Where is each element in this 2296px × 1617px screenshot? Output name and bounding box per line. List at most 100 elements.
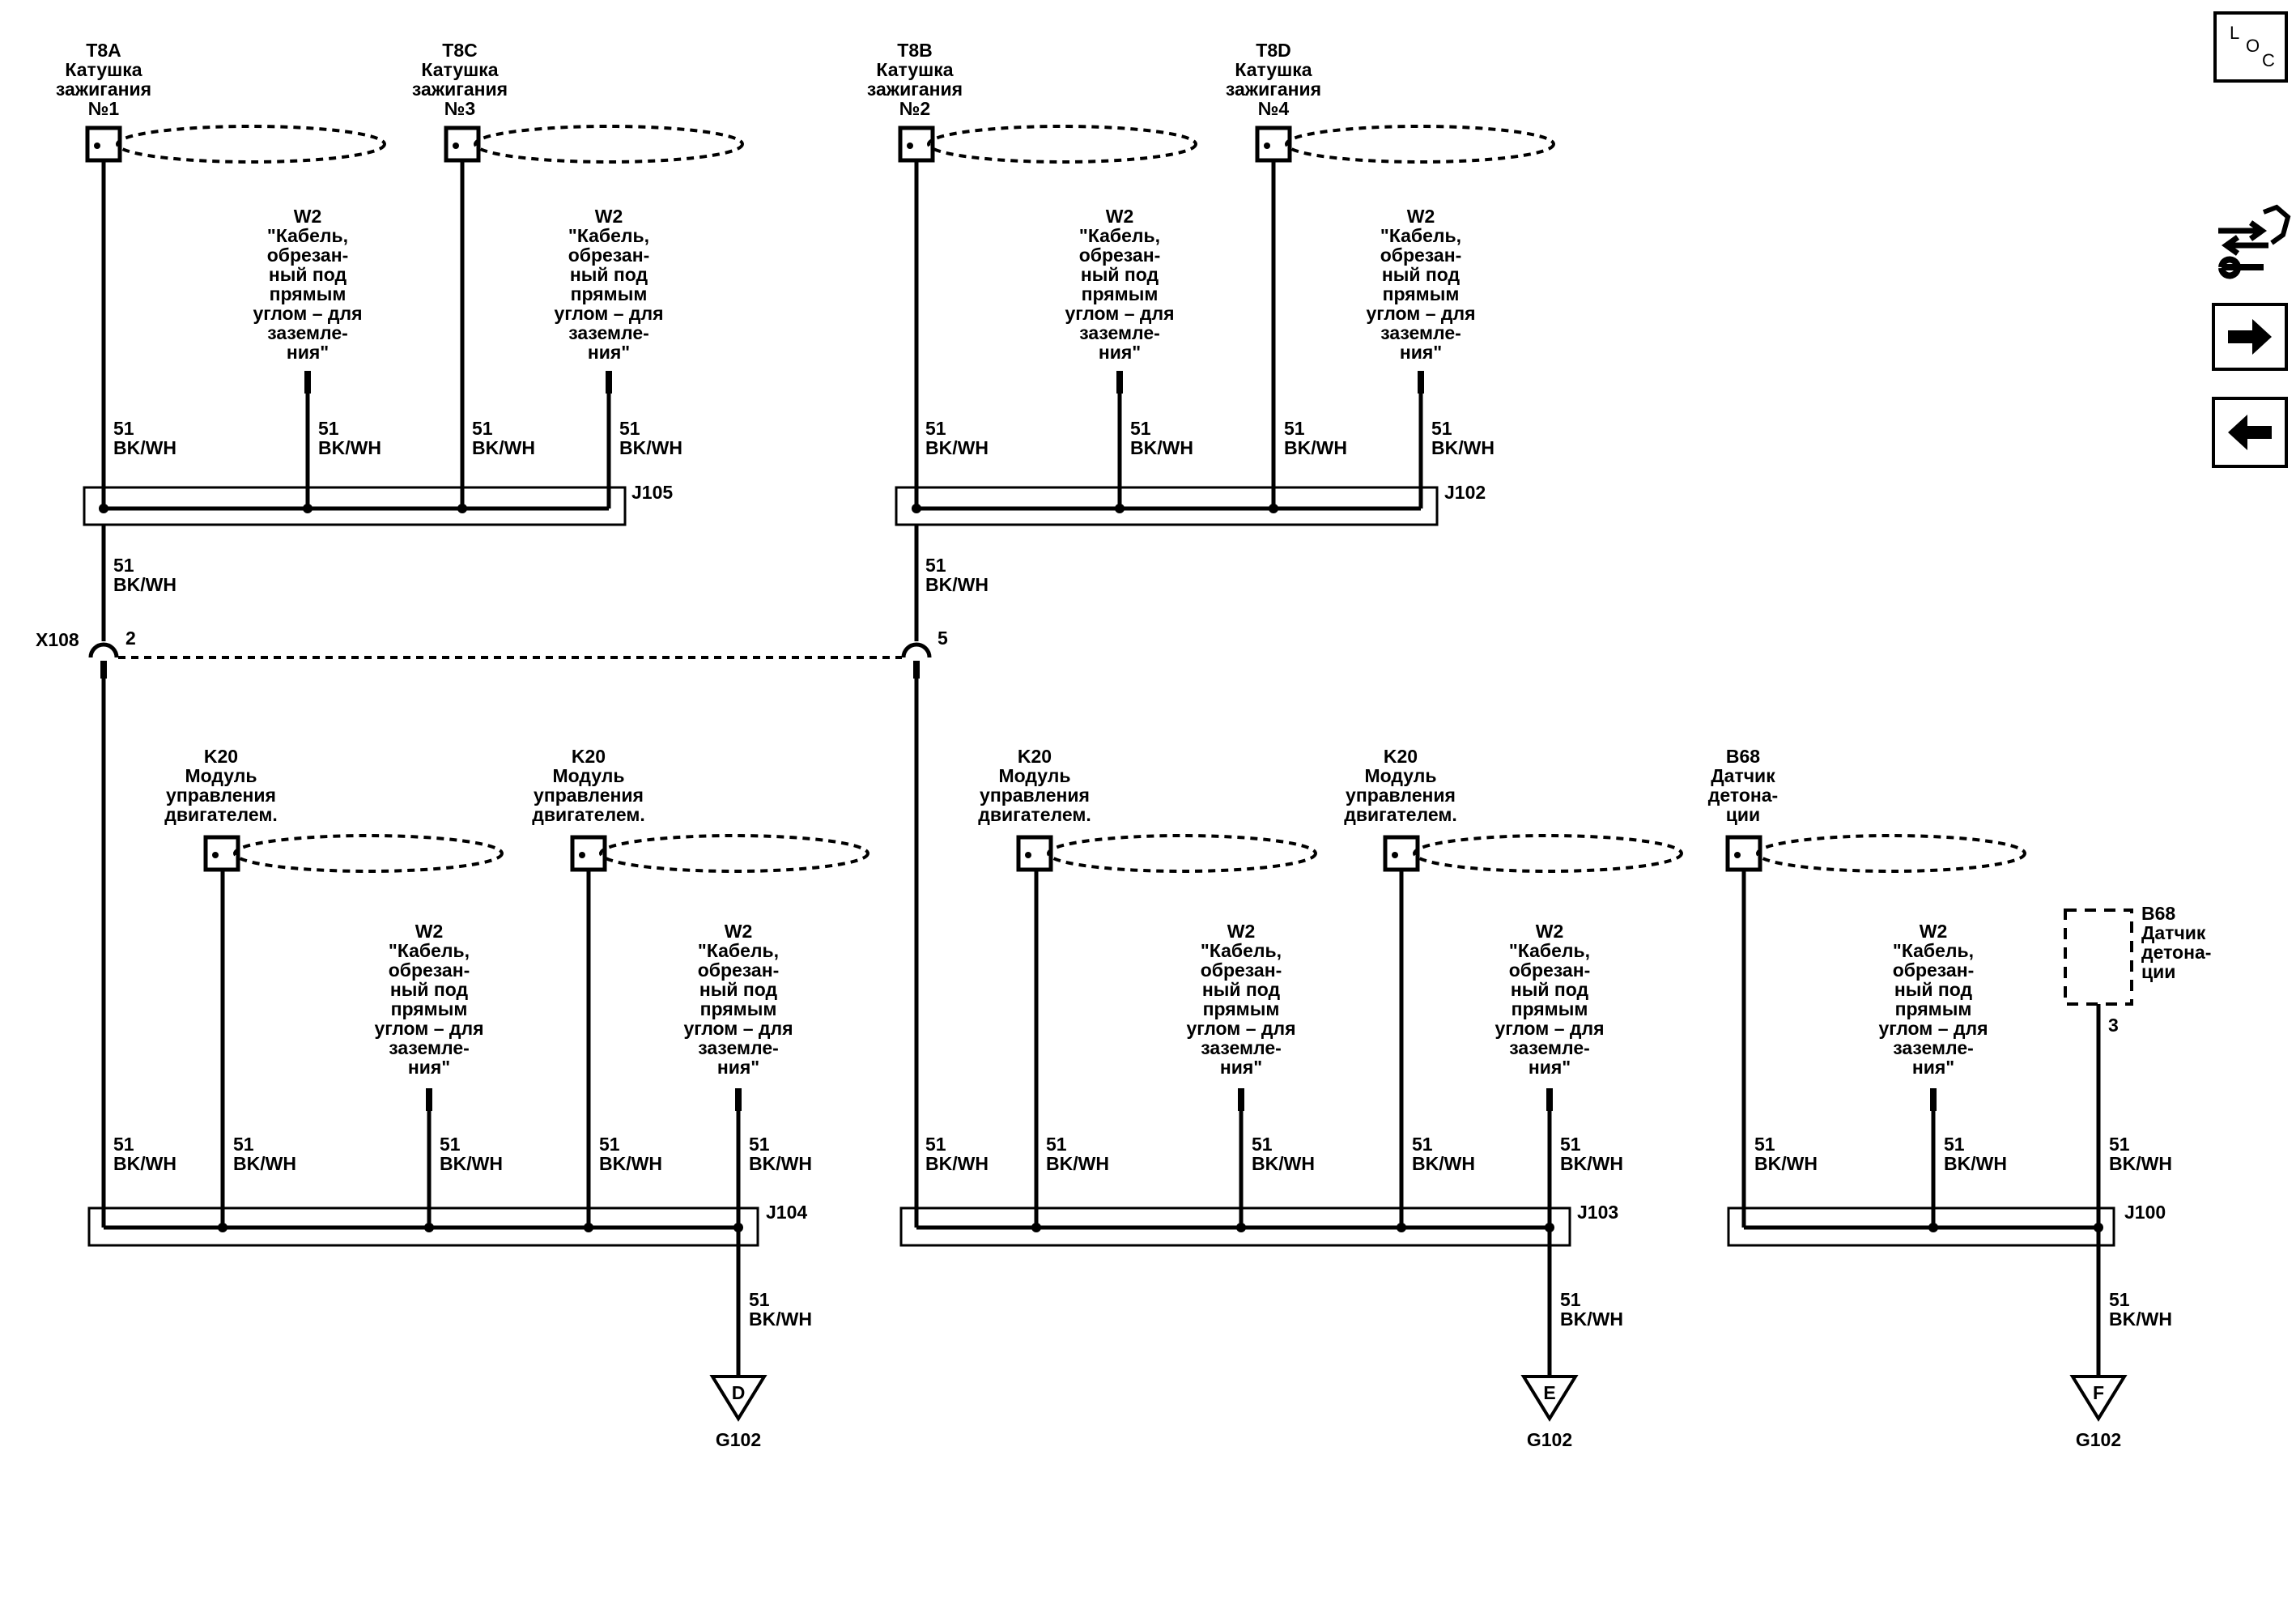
coil-t8d: T8D Катушка зажигания №4 [1226,40,1555,164]
module-label-line: двигателем. [978,804,1091,825]
ground-d: D G102 [709,1375,767,1450]
coil-t8c: T8C Катушка зажигания №3 [412,40,744,164]
splice-label: J102 [1444,482,1486,503]
shield-line: "Кабель, [389,940,470,961]
loc-icon[interactable] [2213,11,2288,83]
shield-line: углом – для [253,303,362,324]
wire-gauge: 51 [1284,418,1305,439]
component-label-line: детона- [2141,942,2211,963]
coil-id: T8D [1256,40,1290,61]
shield-id: W2 [1536,921,1564,942]
ground-triangle-icon [1520,1375,1579,1422]
splice-label: J105 [631,482,673,503]
wire-gauge: 51 [1046,1134,1067,1155]
component-locator-button[interactable]: L O C [2213,11,2288,83]
shield-line: прямым [571,283,648,304]
shield-line: ный под [269,264,347,285]
module-label-line: детона- [1708,785,1778,806]
shield-line: заземле- [267,322,348,343]
shield-id: W2 [1106,206,1134,227]
connector-pin-number: 5 [938,628,948,649]
coil-label-line: Катушка [876,59,953,80]
module-group-j103: K20 Модуль управления двигателем. K20 Мо… [899,679,1683,1450]
ground-letter: E [1543,1382,1555,1403]
ground-name: G102 [1527,1429,1572,1450]
wire-color: BK/WH [113,437,176,458]
connector-pin [907,143,913,149]
splice-node [99,504,108,513]
shield-line: обрезан- [1201,960,1282,981]
shield-id: W2 [725,921,753,942]
module-label-line: двигателем. [164,804,278,825]
shield-drain-stub [1238,1088,1244,1111]
wire-color: BK/WH [599,1153,662,1174]
shield-line: ния" [408,1057,450,1078]
shield-line: обрезан- [568,245,650,266]
module-label-line: управления [534,785,644,806]
module-label-line: управления [980,785,1090,806]
shield-label: W2 "Кабель, обрезан- ный под прямым угло… [1366,206,1476,394]
module-connector [1016,835,1053,872]
module-label-line: ции [1726,804,1760,825]
wire-gauge: 51 [599,1134,620,1155]
shield-line: "Кабель, [267,225,348,246]
splice-node [912,504,921,513]
shield-line: прямым [391,998,468,1019]
wire-labels: 51 BK/WH 51 BK/WH 51 BK/WH 51 BK/WH [925,418,1495,458]
module-id: K20 [1018,746,1052,767]
diagnostic-tool-icon[interactable] [2218,204,2291,279]
inline-connector-x108: X108 2 5 [36,628,948,679]
shield-line: "Кабель, [1079,225,1160,246]
shield-line: ный под [1081,264,1159,285]
next-page-button[interactable] [2212,303,2288,371]
splice-j104 [87,1206,759,1247]
module-id: B68 [1726,746,1760,767]
shield-drain [1413,834,1683,873]
shield-line: прямым [700,998,777,1019]
shield-line: заземле- [1079,322,1160,343]
shield-line: ния" [1912,1057,1954,1078]
wire-gauge: 51 [318,418,339,439]
shield-line: "Кабель, [698,940,779,961]
module-label-line: управления [166,785,276,806]
coil-id: T8A [86,40,121,61]
wire-gauge: 51 [749,1134,770,1155]
module-group-j104: K20 Модуль управления двигателем. K20 Мо… [87,679,870,1450]
wire-gauge: 51 [1754,1134,1775,1155]
shield-line: прямым [1203,998,1280,1019]
shield-drain-stub [1546,1088,1553,1111]
coil-label-line: Катушка [65,59,142,80]
vehicle-outline-icon [2262,204,2291,245]
shield-line: углом – для [1186,1018,1295,1039]
shield-line: обрезан- [1079,245,1161,266]
shield-line: ния" [1099,342,1141,363]
shield-line: обрезан- [1893,960,1975,981]
wire-color: BK/WH [113,574,176,595]
shield-line: прямым [270,283,347,304]
previous-page-button[interactable] [2212,397,2288,468]
shield-drain [1047,834,1317,873]
shield-line: ния" [717,1057,759,1078]
wire-color: BK/WH [749,1153,812,1174]
coil-group-j102: T8B Катушка зажигания №2 T8D Катушка заж… [867,40,1555,641]
module-label-line: Модуль [185,765,257,786]
shield-drain-stub [1116,371,1123,394]
module-k20: K20 Модуль управления двигателем. [164,746,504,873]
wire-color: BK/WH [2109,1153,2172,1174]
shield-line: прямым [1895,998,1972,1019]
shield-line: прямым [1082,283,1159,304]
connector-male-pin [913,661,920,679]
sensor-connector [1725,835,1762,872]
connector-pin [579,852,585,858]
shield-line: углом – для [1878,1018,1988,1039]
coil-label-line: №4 [1258,98,1290,119]
double-arrow-icon [2221,235,2268,256]
connector-pin [1392,852,1398,858]
wire-color: BK/WH [113,1153,176,1174]
wire-gauge: 51 [472,418,493,439]
coil-id: T8C [442,40,477,61]
module-label-line: управления [1346,785,1456,806]
wire-color: BK/WH [1944,1153,2007,1174]
shield-drain-stub [735,1088,742,1111]
ground-name: G102 [2076,1429,2121,1450]
